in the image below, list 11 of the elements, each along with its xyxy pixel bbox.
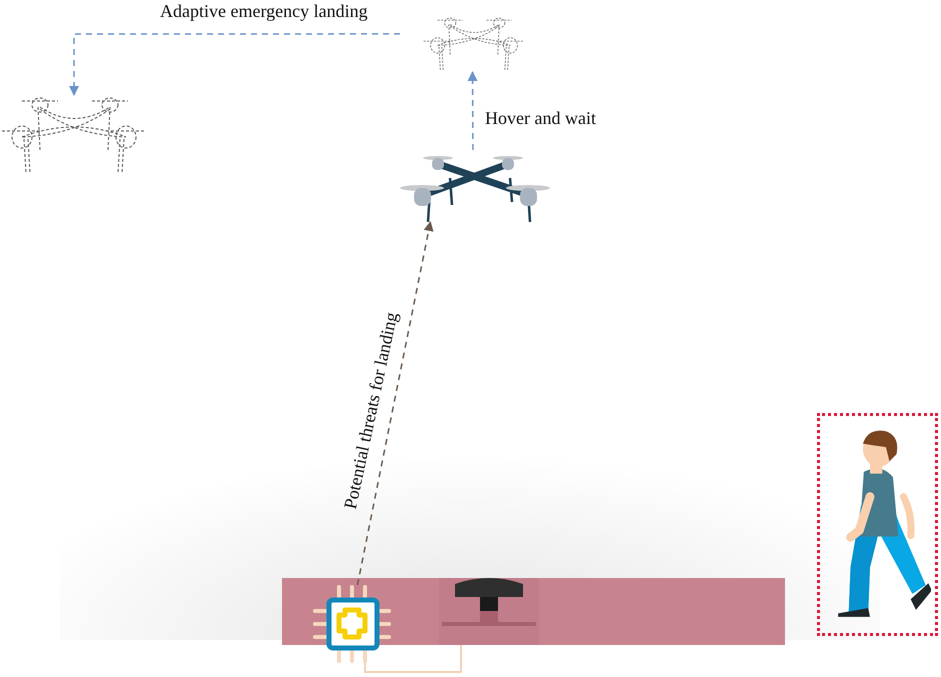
person-drawing <box>817 413 938 636</box>
sensor-drawing <box>439 578 539 645</box>
wire <box>364 645 462 673</box>
arrow <box>356 221 434 586</box>
edge-label: Potential threats for landing <box>339 309 402 511</box>
arrow <box>69 33 400 96</box>
chip-drawing <box>313 585 391 663</box>
edge-label: Adaptive emergency landing <box>160 0 369 22</box>
arrow <box>468 71 478 150</box>
edge-label: Hover and wait <box>485 107 597 130</box>
landing-platform <box>282 578 785 645</box>
